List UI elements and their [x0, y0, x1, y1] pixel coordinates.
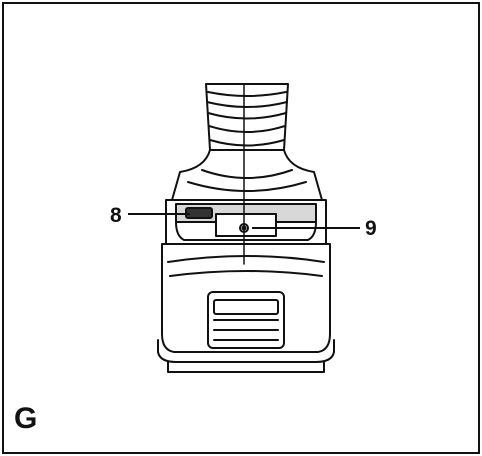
battery-pack	[157, 243, 335, 373]
drill-collar	[171, 149, 323, 201]
callout-8-label: 8	[110, 204, 122, 227]
callout-9-label: 9	[365, 217, 377, 240]
drill-handle	[205, 83, 289, 151]
figure-letter: G	[14, 402, 38, 435]
battery-top	[165, 199, 327, 245]
